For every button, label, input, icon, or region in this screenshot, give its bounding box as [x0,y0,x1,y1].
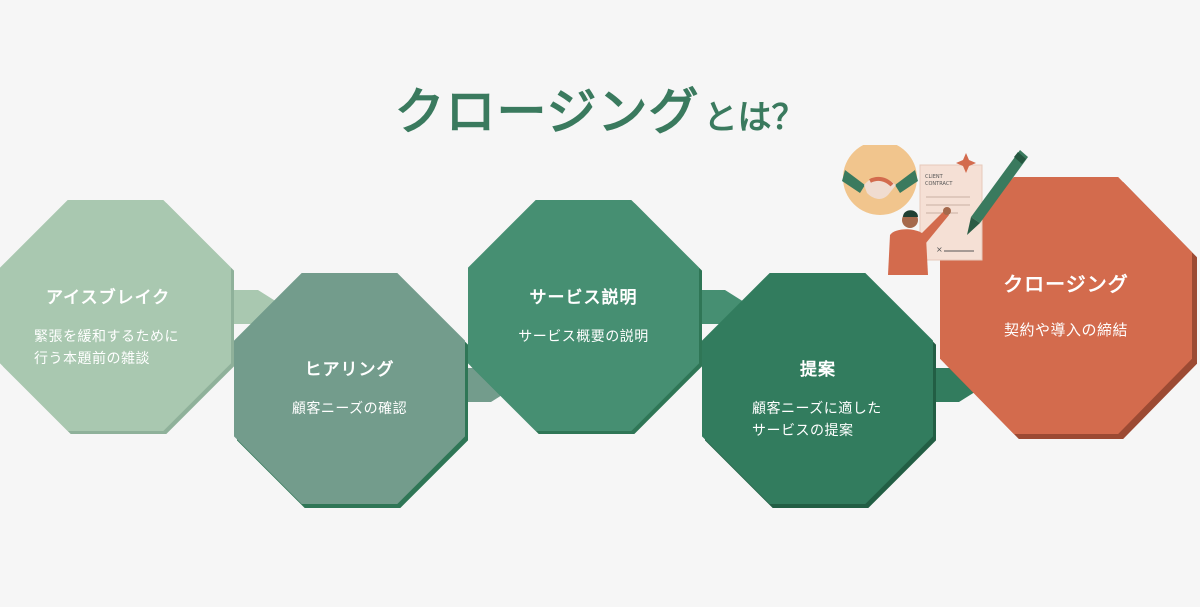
handshake-icon [842,145,918,215]
svg-text:×: × [936,245,943,254]
step-proposal-text: 提案 顧客ニーズに適した サービスの提案 [752,355,922,442]
step-explain-shape [468,200,699,431]
step-explain-heading: サービス説明 [529,288,638,308]
page-title: クロージングとは？ [0,72,1200,144]
pen-icon [967,150,1028,235]
step-closing-text: クロージング 契約や導入の締結 [940,268,1192,341]
step-hearing-desc: 顧客ニーズの確認 [291,401,408,417]
step-closing-heading: クロージング [1003,272,1129,296]
person-icon [888,207,951,275]
title-suffix: とは？ [703,98,806,138]
step-icebreak-shape [0,200,231,431]
step-icebreak-desc: 緊張を緩和するために 行う本題前の雑談 [34,329,179,367]
step-proposal-desc: 顧客ニーズに適した サービスの提案 [752,401,882,439]
step-hearing-text: ヒアリング 顧客ニーズの確認 [234,355,465,420]
contract-illustration: CLIENT CONTRACT × [842,145,1028,275]
step-explain-text: サービス説明 サービス概要の説明 [468,283,699,348]
title-main: クロージング [394,83,700,141]
svg-text:CONTRACT: CONTRACT [925,181,953,187]
step-closing-desc: 契約や導入の締結 [1003,321,1128,339]
svg-text:CLIENT: CLIENT [925,174,944,180]
sparkle-icon [956,153,976,173]
step-icebreak-heading: アイスブレイク [46,288,171,308]
contract-document-icon: CLIENT CONTRACT × [919,164,983,261]
step-hearing-shape [234,273,465,504]
step-explain-desc: サービス概要の説明 [518,329,649,345]
step-proposal-heading: 提案 [800,360,836,380]
step-proposal-shape [702,273,933,504]
step-hearing-heading: ヒアリング [304,360,395,380]
step-icebreak-text: アイスブレイク 緊張を緩和するために 行う本題前の雑談 [34,283,224,370]
